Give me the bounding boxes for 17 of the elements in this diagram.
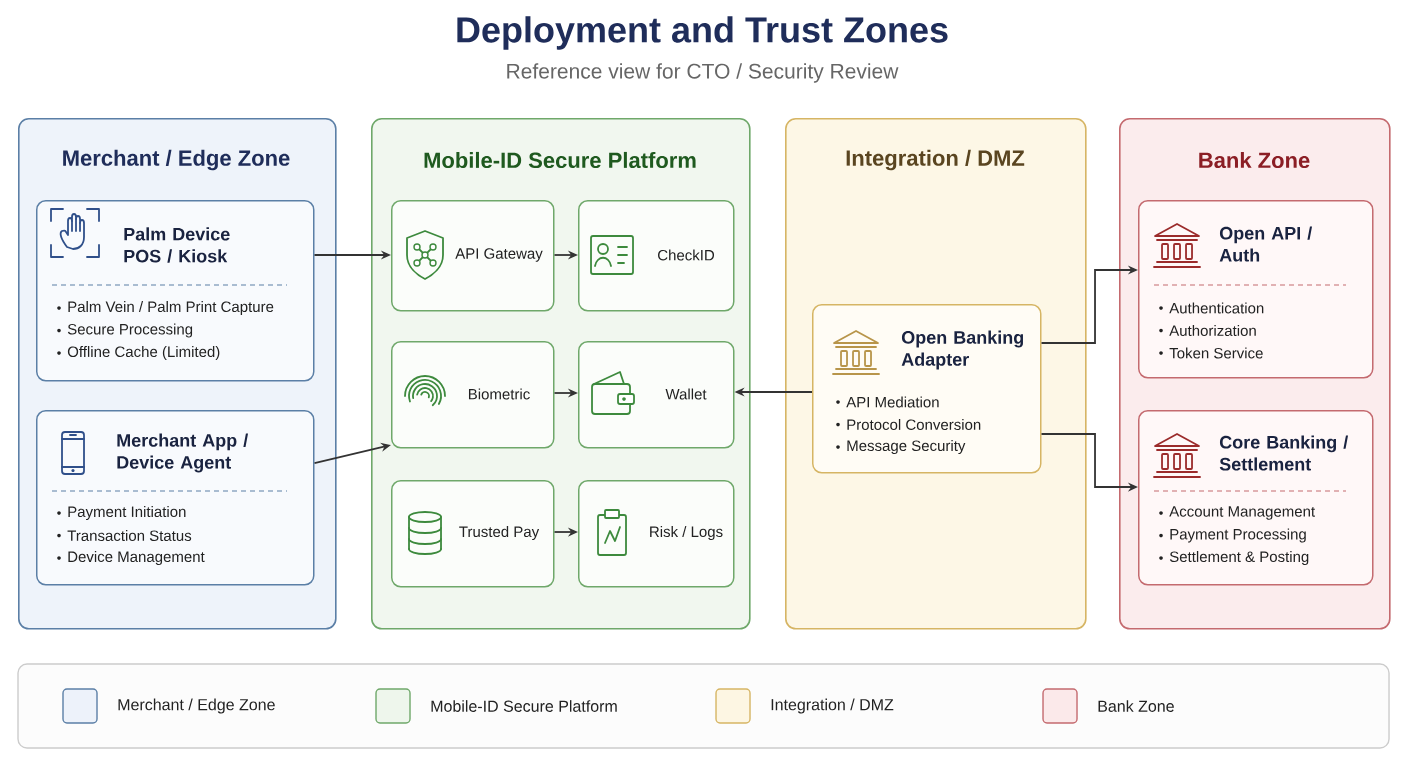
- service-box: CheckID: [578, 200, 735, 312]
- legend-label: Bank Zone: [1098, 700, 1174, 712]
- legend-label: Merchant / Edge Zone: [118, 698, 275, 714]
- component-card: Palm Device POS / Kiosk Palm Vein / Palm Print Capture Secure Processing Offline Cache (Limited): [36, 200, 315, 382]
- component-card: Merchant App / Device Agent Payment Initiation Transaction Status Device Management: [36, 410, 315, 586]
- service-box: API Gateway: [391, 200, 555, 312]
- service-box: Risk / Logs: [578, 480, 735, 588]
- legend-label: Mobile-ID Secure Platform: [431, 700, 617, 712]
- component-card: Open API / Auth Authentication Authorization Token Service: [1138, 200, 1374, 379]
- service-box: Wallet: [578, 341, 735, 449]
- subtitle: Reference view for CTO / Security Review: [507, 63, 899, 83]
- legend-label: Integration / DMZ: [771, 698, 894, 714]
- service-box: Biometric: [391, 341, 555, 449]
- title: Deployment and Trust Zones: [457, 16, 948, 50]
- component-card: Open Banking Adapter API Mediation Protocol Conversion Message Security: [812, 304, 1042, 474]
- component-card: Core Banking / Settlement Account Management Payment Processing Settlement & Posting: [1138, 410, 1374, 586]
- service-box: Trusted Pay: [391, 480, 555, 588]
